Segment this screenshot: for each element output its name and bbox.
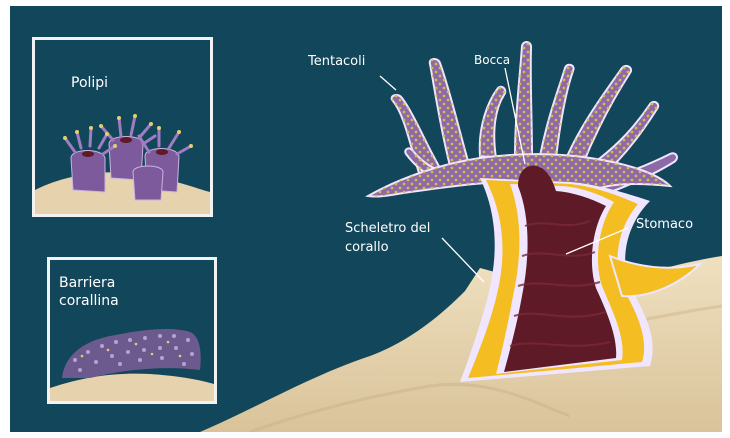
label-tentacles: Tentacoli bbox=[308, 52, 365, 71]
label-skeleton: Scheletro del corallo bbox=[345, 219, 430, 257]
label-stomach: Stomaco bbox=[636, 215, 693, 234]
inset-polyps-label: Polipi bbox=[71, 74, 108, 92]
polyps-illustration bbox=[35, 40, 210, 214]
diagram-panel: Polipi Barr bbox=[10, 6, 722, 432]
inset-reef-label: Barriera corallina bbox=[59, 274, 119, 310]
inset-reef: Barriera corallina bbox=[47, 257, 217, 404]
label-mouth: Bocca bbox=[474, 51, 510, 70]
inset-polyps: Polipi bbox=[32, 37, 213, 217]
